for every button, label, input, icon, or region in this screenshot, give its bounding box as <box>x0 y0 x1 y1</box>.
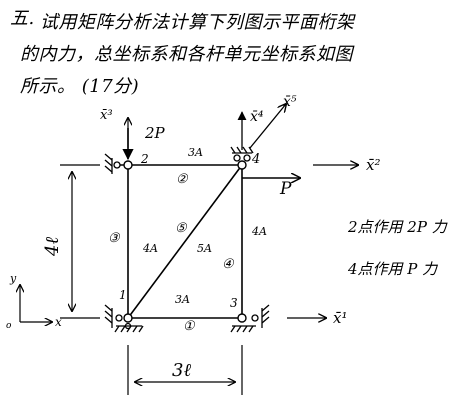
member-1-area: 3A <box>175 293 190 306</box>
load-p-label: P <box>279 179 292 199</box>
note-node-4: 4点作用 P 力 <box>348 260 438 278</box>
axis-x-bar-4-label: x̄⁴ <box>250 109 264 125</box>
joint-2 <box>123 160 133 170</box>
joint-1 <box>123 313 133 323</box>
problem-line-2: 的内力，总坐标系和各杆单元坐标系如图 <box>20 44 353 65</box>
global-y-label: y <box>9 272 17 285</box>
axis-x-bar-3-label: x̄³ <box>100 108 113 123</box>
node-2-label: 2 <box>140 152 149 166</box>
global-origin-label: o <box>6 321 12 331</box>
joint-3 <box>237 313 247 323</box>
axis-x-bar-5-label: x̄⁵ <box>283 94 297 110</box>
member-5-area: 5A <box>197 242 212 255</box>
member-4-area: 4A <box>251 225 267 238</box>
member-5-line <box>127 164 243 319</box>
axis-x-bar-5-arrow <box>249 104 286 149</box>
support-node-3 <box>230 304 270 333</box>
note-node-2: 2点作用 2P 力 <box>348 218 447 236</box>
member-3-circle: ③ <box>108 231 121 246</box>
problem-line-3: 所示。 (17分) <box>20 76 140 97</box>
member-4-circle: ④ <box>222 257 235 272</box>
load-2p-label: 2P <box>144 124 166 142</box>
axis-x-bar-2-label: x̄² <box>366 156 380 174</box>
axis-x-bar-1-label: x̄¹ <box>333 309 347 327</box>
dimension-width <box>127 345 243 395</box>
support-node-2 <box>104 153 121 174</box>
global-x-label: x <box>55 315 62 329</box>
member-5-circle: ⑤ <box>175 221 188 236</box>
node-4-label: 4 <box>251 152 260 167</box>
joint-4 <box>237 160 247 170</box>
node-3-label: 3 <box>230 296 238 310</box>
global-axes <box>20 285 52 322</box>
member-2-circle: ② <box>176 172 189 187</box>
problem-number: 五. <box>10 8 35 29</box>
problem-line-1: 试用矩阵分析法计算下列图示平面桁架 <box>40 12 355 33</box>
node-1-label: 1 <box>119 288 127 302</box>
dimension-height <box>60 164 100 319</box>
support-node-1 <box>104 304 144 333</box>
member-3-area: 4A <box>142 242 158 255</box>
dimension-width-label: 3ℓ <box>172 360 191 381</box>
member-2-area: 3A <box>188 146 203 159</box>
member-1-circle: ① <box>183 319 196 334</box>
support-node-4 <box>230 146 254 162</box>
dimension-height-label: 4ℓ <box>42 237 63 257</box>
